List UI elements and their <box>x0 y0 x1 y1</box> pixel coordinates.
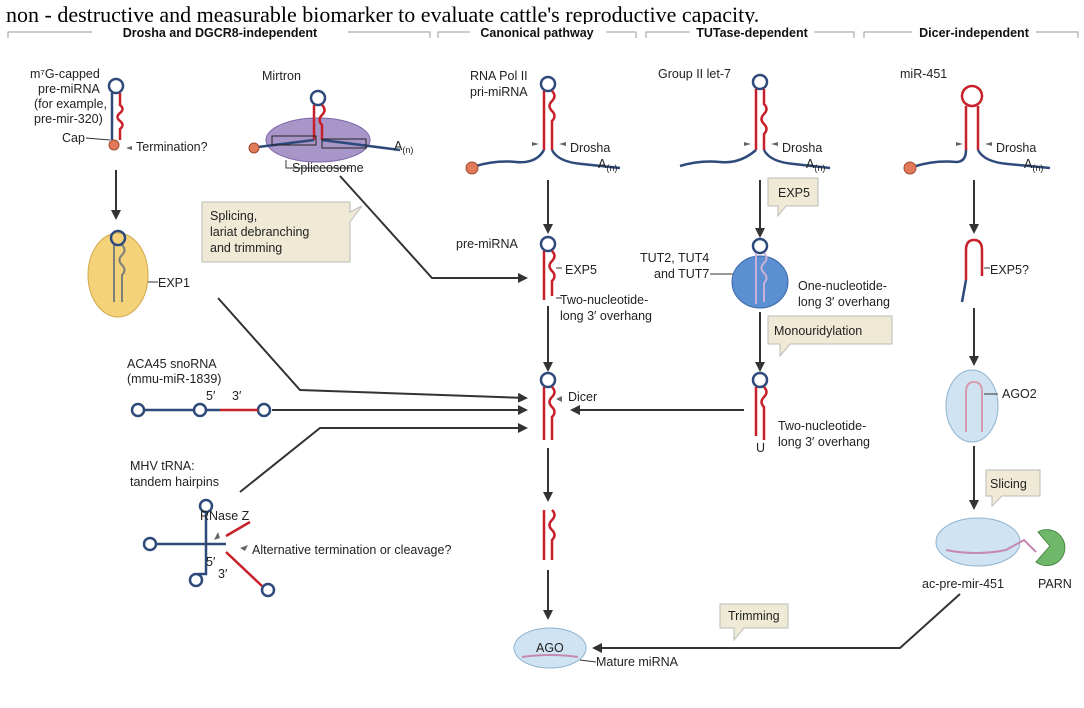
exp5-shape <box>731 255 789 309</box>
arrow-mirtron-to-premirna <box>339 175 528 283</box>
section-headers: Drosha and DGCR8-independent Canonical p… <box>7 24 1079 40</box>
label-5prime-sno: 5′ <box>206 389 216 403</box>
label-mature-mirna: Mature miRNA <box>596 655 679 669</box>
label-drosha-tutase: Drosha <box>782 141 822 155</box>
label-trimming: Trimming <box>728 609 780 623</box>
label-two-nt-tutase-2: long 3′ overhang <box>778 435 870 449</box>
label-3prime-sno: 3′ <box>232 389 242 403</box>
label-exp1: EXP1 <box>158 276 190 290</box>
label-cap: Cap <box>62 131 85 145</box>
label-5prime-trna: 5′ <box>206 555 216 569</box>
label-capped-3: (for example, <box>34 97 107 111</box>
label-snorna-2: (mmu-miR-1839) <box>127 372 221 386</box>
label-splicing-3: and trimming <box>210 241 282 255</box>
label-spliceosome: Spliceosome <box>292 161 364 175</box>
label-snorna-1: ACA45 snoRNA <box>127 357 217 371</box>
label-group2: Group II let-7 <box>658 67 731 81</box>
label-ago2: AGO2 <box>1002 387 1037 401</box>
label-drosha-dicer-indep: Drosha <box>996 141 1036 155</box>
header-canonical: Canonical pathway <box>480 26 593 40</box>
label-pre-mirna: pre-miRNA <box>456 237 518 251</box>
label-mhv-2: tandem hairpins <box>130 475 219 489</box>
label-ac-pre: ac-pre-mir-451 <box>922 577 1004 591</box>
label-splicing-1: Splicing, <box>210 209 257 223</box>
ac-pre-mir-shape <box>935 517 1021 567</box>
label-mirtron: Mirtron <box>262 69 301 83</box>
label-exp5q: EXP5? <box>990 263 1029 277</box>
label-rnapol-2: pri-miRNA <box>470 85 528 99</box>
label-drosha-canonical: Drosha <box>570 141 610 155</box>
ago-shape <box>513 627 587 669</box>
label-mir451: miR-451 <box>900 67 947 81</box>
header-tutase: TUTase-dependent <box>696 26 808 40</box>
canonical-pathway: RNA Pol II pri-miRNA Drosha A(n) pre-miR… <box>456 69 679 669</box>
label-two-nt-canonical-2: long 3′ overhang <box>560 309 652 323</box>
header-drosha-independent: Drosha and DGCR8-independent <box>123 26 318 40</box>
label-one-nt-1: One-nucleotide- <box>798 279 887 293</box>
label-one-nt-2: long 3′ overhang <box>798 295 890 309</box>
label-slicing: Slicing <box>990 477 1027 491</box>
label-ago: AGO <box>536 641 564 655</box>
tutase-pathway: Group II let-7 Drosha A(n) EXP5 TUT2, TU… <box>570 67 893 455</box>
label-dicer: Dicer <box>568 390 597 404</box>
exp1-shape <box>87 232 149 318</box>
figure-caption: non - destructive and measurable biomark… <box>6 2 760 27</box>
capped-pre-mirna: m⁷G-capped pre-miRNA (for example, pre-m… <box>30 67 208 318</box>
splicing-callout: Splicing, lariat debranching and trimmin… <box>201 201 363 263</box>
label-capped-1: m⁷G-capped <box>30 67 100 81</box>
parn-shape <box>1035 529 1066 567</box>
ago2-shape <box>945 369 999 443</box>
label-u: U <box>756 441 765 455</box>
label-tut-2: and TUT7 <box>654 267 709 281</box>
label-termination: Termination? <box>136 140 208 154</box>
label-exp5-canonical: EXP5 <box>565 263 597 277</box>
mhv-trna: MHV tRNA: tandem hairpins RNase Z Altern… <box>130 423 528 598</box>
label-rnase-z: RNase Z <box>200 509 250 523</box>
label-a-n-mirtron: A(n) <box>394 139 413 155</box>
arrow-exp1-to-dicer <box>217 297 528 403</box>
label-alt-termination: Alternative termination or cleavage? <box>252 543 451 557</box>
label-exp5-tutase-callout: EXP5 <box>778 186 810 200</box>
label-splicing-2: lariat debranching <box>210 225 309 239</box>
label-tut-1: TUT2, TUT4 <box>640 251 709 265</box>
label-two-nt-tutase-1: Two-nucleotide- <box>778 419 866 433</box>
mirtron: Mirtron A(n) Spliceosome <box>248 69 413 175</box>
label-capped-4: pre-mir-320) <box>34 112 103 126</box>
label-capped-2: pre-miRNA <box>38 82 100 96</box>
spliceosome-shape <box>265 117 371 163</box>
snorna: ACA45 snoRNA (mmu-miR-1839) 5′ 3′ <box>127 357 528 418</box>
label-a-n-tutase: A(n) <box>806 157 825 173</box>
label-two-nt-canonical-1: Two-nucleotide- <box>560 293 648 307</box>
label-monouridylation: Monouridylation <box>774 324 862 338</box>
label-a-n-dicer-indep: A(n) <box>1024 157 1043 173</box>
header-dicer-independent: Dicer-independent <box>919 26 1030 40</box>
label-a-n-canonical: A(n) <box>598 157 617 173</box>
dicer-independent-pathway: miR-451 Drosha A(n) EXP5? AGO2 Slicing a… <box>592 67 1072 653</box>
label-3prime-trna: 3′ <box>218 567 228 581</box>
label-parn: PARN <box>1038 577 1072 591</box>
label-mhv-1: MHV tRNA: <box>130 459 195 473</box>
label-rnapol-1: RNA Pol II <box>470 69 528 83</box>
